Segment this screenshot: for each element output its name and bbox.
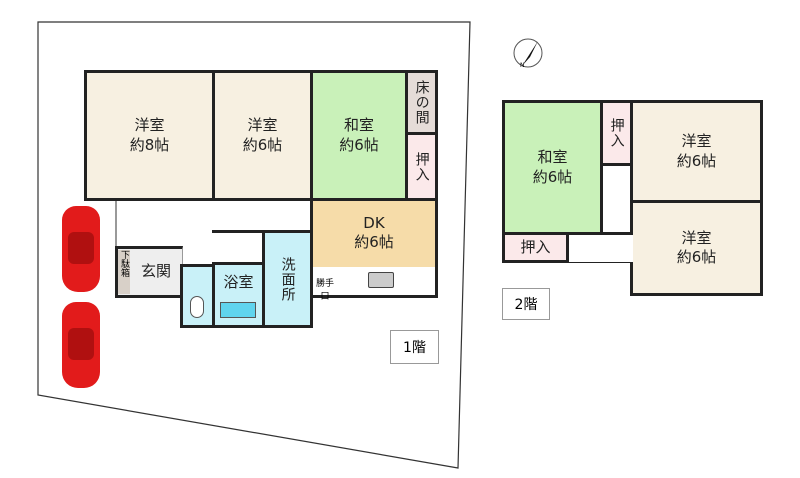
room-name: 洋室 xyxy=(681,228,712,247)
room-size: 約6帖 xyxy=(354,233,394,251)
washroom: 洗面所 xyxy=(262,230,313,328)
room-size: 約6帖 xyxy=(339,135,379,154)
closet-2f-bottom: 押入 xyxy=(502,232,569,263)
room-western-6-2f-a: 洋室約6帖 xyxy=(630,100,763,203)
room-size: 約6帖 xyxy=(242,135,283,154)
bathtub-icon xyxy=(220,302,256,318)
back-door-label: 勝手口 xyxy=(315,279,334,302)
room-name: DK xyxy=(363,213,385,232)
parking-car-icon xyxy=(62,302,100,388)
hallway xyxy=(115,196,315,248)
bathroom: 浴室 xyxy=(212,262,265,328)
parking-car-icon xyxy=(62,206,100,292)
room-name: 洋室 xyxy=(134,116,165,134)
room-japanese-6-2f: 和室約6帖 xyxy=(502,100,603,235)
floor-2-label: 2階 xyxy=(502,288,550,320)
room-size: 約6帖 xyxy=(676,248,717,266)
floor-1-label: 1階 xyxy=(390,330,439,364)
room-name: 洋室 xyxy=(681,132,712,150)
room-western-6: 洋室約6帖 xyxy=(212,70,313,201)
room-japanese-6: 和室約6帖 xyxy=(310,70,408,201)
sink-icon xyxy=(368,272,394,288)
tokonoma: 床の間 xyxy=(405,70,438,135)
room-name: 玄関 xyxy=(140,262,171,281)
stairs-2f xyxy=(566,232,633,263)
room-size: 約6帖 xyxy=(676,151,717,170)
room-name: 洋室 xyxy=(247,116,278,134)
stairs xyxy=(212,230,265,264)
closet: 押入 xyxy=(405,132,438,201)
closet-2f-top: 押入 xyxy=(600,100,633,166)
room-size: 約8帖 xyxy=(129,135,170,154)
room-western-8: 洋室約8帖 xyxy=(84,70,215,201)
room-name: 浴室 xyxy=(223,273,254,291)
room-size: 約6帖 xyxy=(532,167,573,186)
shoe-box: 下駄箱 xyxy=(118,250,130,294)
room-name: 和室 xyxy=(343,116,374,134)
room-western-6-2f-b: 洋室約6帖 xyxy=(630,200,763,296)
toilet-icon xyxy=(190,296,204,318)
room-name: 和室 xyxy=(537,148,568,166)
svg-text:N: N xyxy=(520,62,525,69)
compass-icon: N xyxy=(513,38,543,69)
